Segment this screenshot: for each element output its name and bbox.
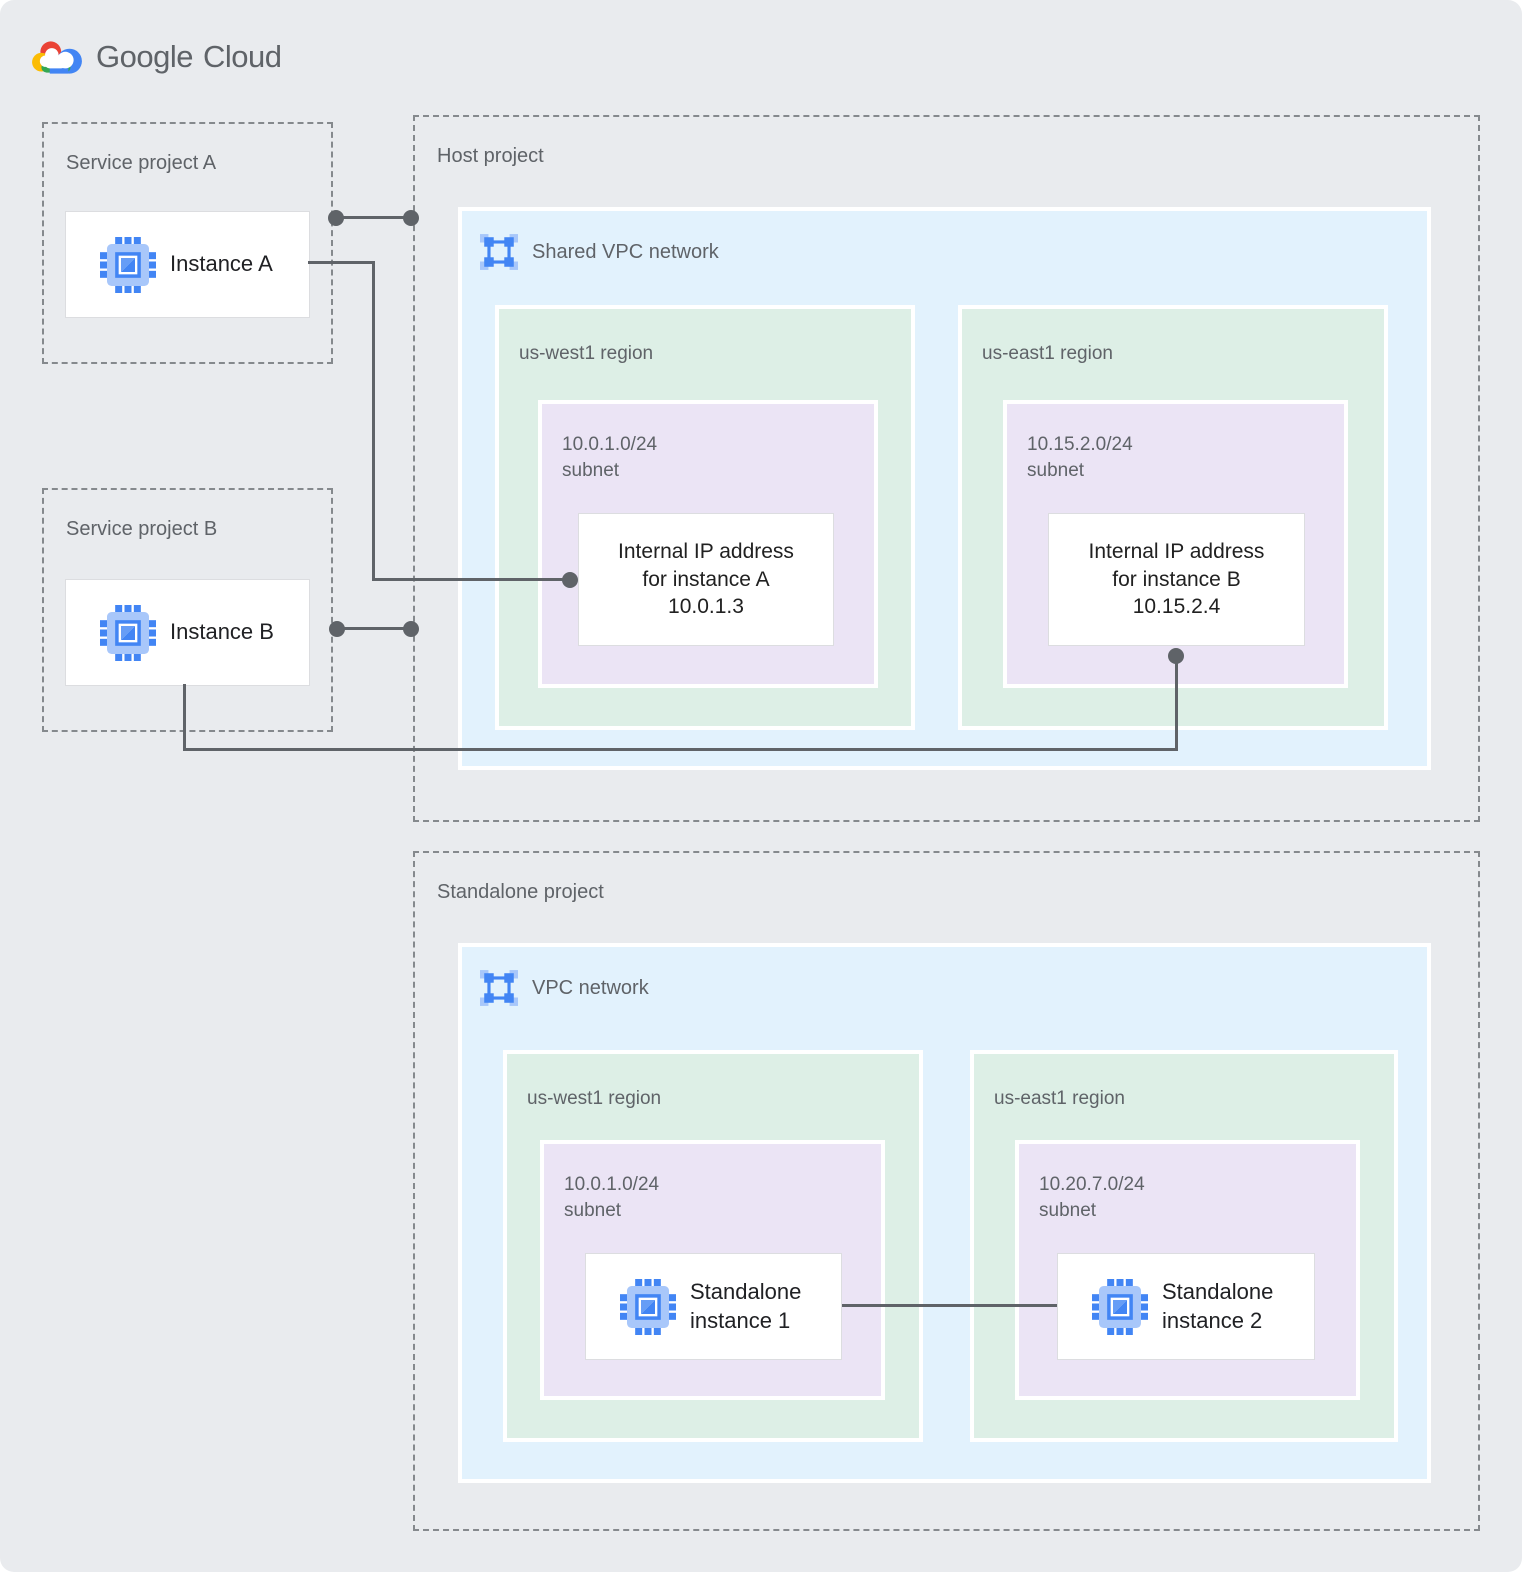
connector-line	[183, 748, 1178, 751]
compute-engine-chip-icon	[1092, 1279, 1148, 1335]
connector-line	[336, 216, 411, 219]
service-project-a-box: Service project A Instance A	[42, 122, 333, 364]
vpc-network-icon	[480, 969, 518, 1007]
connector-dot	[562, 572, 578, 588]
standalone-instance-1-card: Standalone instance 1	[585, 1253, 842, 1360]
connector-dot	[328, 210, 344, 226]
host-us-east1-subnet-label: 10.15.2.0/24 subnet	[1027, 432, 1133, 483]
connector-line	[372, 578, 570, 581]
host-project-box: Host project	[413, 115, 1480, 822]
ip-card-line: for instance A	[642, 567, 770, 591]
ip-card-line: Internal IP address	[618, 539, 794, 563]
instance-a-label: Instance A	[170, 251, 273, 277]
internal-ip-instance-b-card: Internal IP address for instance B 10.15…	[1048, 513, 1305, 646]
subnet-word: subnet	[562, 459, 620, 481]
compute-engine-chip-icon	[100, 605, 156, 661]
google-cloud-logo: Google Cloud	[30, 36, 282, 78]
connector-dot	[329, 621, 345, 637]
service-project-a-title: Service project A	[66, 152, 217, 174]
subnet-word: subnet	[1039, 1199, 1097, 1221]
shared-vpc-network-label: Shared VPC network	[532, 240, 719, 263]
ip-card-line: Internal IP address	[1088, 539, 1265, 563]
instance-b-card: Instance B	[65, 579, 310, 686]
connector-dot	[403, 210, 419, 226]
standalone-project-title: Standalone project	[437, 881, 604, 903]
connector-line	[842, 1304, 1057, 1307]
service-project-b-title: Service project B	[66, 518, 218, 540]
vpc-network-label: VPC network	[532, 976, 649, 999]
connector-dot	[403, 621, 419, 637]
host-us-west1-region-label: us-west1 region	[519, 343, 654, 364]
logo-brand-text: Google	[96, 39, 193, 74]
vpc-network-icon	[480, 233, 518, 271]
vpc-network-header: VPC network	[480, 969, 649, 1007]
google-cloud-logo-icon	[30, 36, 84, 78]
instance-label-line: Standalone	[1162, 1278, 1274, 1304]
subnet-cidr: 10.15.2.0/24	[1027, 434, 1133, 455]
compute-engine-chip-icon	[620, 1279, 676, 1335]
subnet-cidr: 10.0.1.0/24	[562, 434, 658, 455]
standalone-project-box: Standalone project	[413, 851, 1480, 1531]
ip-card-line: for instance B	[1112, 567, 1241, 591]
instance-label-line: instance 2	[1162, 1307, 1263, 1333]
standalone-us-west1-region-label: us-west1 region	[527, 1088, 662, 1109]
host-us-west1-subnet-label: 10.0.1.0/24 subnet	[562, 432, 657, 483]
standalone-instance-2-card: Standalone instance 2	[1057, 1253, 1315, 1360]
connector-line	[183, 684, 186, 751]
compute-engine-chip-icon	[100, 237, 156, 293]
connector-line	[1175, 656, 1178, 751]
connector-line	[308, 261, 375, 264]
host-project-title: Host project	[437, 145, 544, 167]
instance-label-line: Standalone	[690, 1278, 802, 1304]
ip-card-line: 10.0.1.3	[668, 595, 744, 619]
subnet-word: subnet	[564, 1199, 622, 1221]
standalone-us-west1-subnet-label: 10.0.1.0/24 subnet	[564, 1172, 659, 1223]
connector-line	[372, 261, 375, 581]
standalone-us-east1-subnet-label: 10.20.7.0/24 subnet	[1039, 1172, 1145, 1223]
ip-card-line: 10.15.2.4	[1132, 595, 1221, 619]
host-us-east1-region-label: us-east1 region	[982, 343, 1113, 364]
instance-a-card: Instance A	[65, 211, 310, 318]
standalone-instance-2-label: Standalone instance 2	[1162, 1278, 1273, 1335]
subnet-cidr: 10.20.7.0/24	[1039, 1174, 1145, 1195]
standalone-us-east1-region-label: us-east1 region	[994, 1088, 1125, 1109]
connector-line	[337, 627, 411, 630]
logo-product-text: Cloud	[202, 39, 282, 74]
subnet-word: subnet	[1027, 459, 1085, 481]
internal-ip-instance-a-card: Internal IP address for instance A 10.0.…	[578, 513, 834, 646]
service-project-b-box: Service project B Instance B	[42, 488, 333, 732]
instance-label-line: instance 1	[690, 1307, 791, 1333]
instance-b-label: Instance B	[170, 619, 274, 645]
standalone-instance-1-label: Standalone instance 1	[690, 1278, 801, 1335]
connector-dot	[1168, 648, 1184, 664]
subnet-cidr: 10.0.1.0/24	[564, 1174, 660, 1195]
shared-vpc-network-header: Shared VPC network	[480, 233, 719, 271]
